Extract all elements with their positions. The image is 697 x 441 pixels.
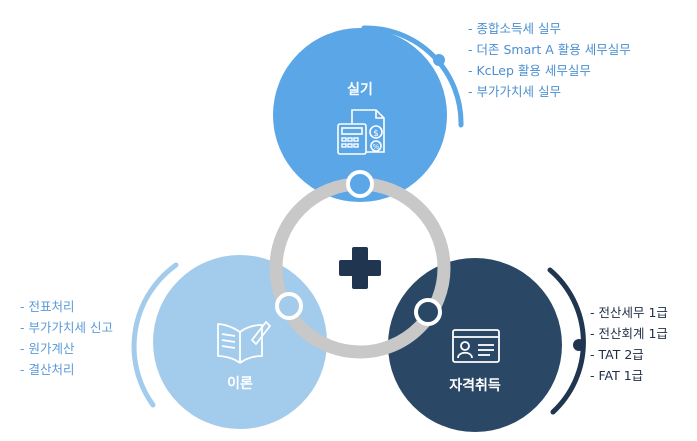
- calculator-invoice-icon: [337, 109, 385, 155]
- list-item: - 부가가치세 실무: [468, 84, 561, 99]
- list-item: - TAT 2급: [590, 347, 644, 362]
- certification-label: 자격취득: [449, 377, 501, 394]
- practical-circle: [273, 28, 447, 202]
- list-item: - 부가가치세 신고: [20, 320, 113, 335]
- theory-items-list: - 전표처리 - 부가가치세 신고 - 원가계산 - 결산처리: [20, 296, 113, 380]
- dollar-glyph: $: [373, 129, 379, 139]
- practical-arc-dot: [433, 54, 445, 66]
- open-book-pen-icon: [217, 321, 271, 364]
- practical-label: 실기: [347, 82, 373, 98]
- list-item: - 원가계산: [20, 341, 75, 356]
- practical-outer-arc: [361, 25, 464, 128]
- practical-items-list: - 종합소득세 실무 - 더존 Smart A 활용 세무실무 - KcLep …: [468, 18, 631, 102]
- list-item: - 결산처리: [20, 362, 75, 377]
- list-item: - 종합소득세 실무: [468, 21, 561, 36]
- practical-ring-knob: [346, 170, 374, 198]
- theory-outer-arc: [131, 262, 179, 408]
- theory-ring-knob: [275, 292, 303, 320]
- certification-circle: [388, 258, 562, 432]
- list-item: - KcLep 활용 세무실무: [468, 63, 591, 78]
- list-item: - 전산회계 1급: [590, 326, 668, 341]
- list-item: - 더존 Smart A 활용 세무실무: [468, 42, 631, 57]
- plus-icon: [339, 247, 381, 289]
- theory-label: 이론: [227, 375, 253, 392]
- percent-glyph: %: [373, 143, 380, 151]
- list-item: - 전표처리: [20, 299, 75, 314]
- list-item: - 전산세무 1급: [590, 305, 668, 320]
- list-item: - FAT 1급: [590, 368, 644, 383]
- certification-arc-dot: [573, 339, 585, 351]
- certification-items-list: - 전산세무 1급 - 전산회계 1급 - TAT 2급 - FAT 1급: [590, 302, 668, 386]
- certification-outer-arc: [547, 267, 586, 415]
- id-card-icon: [452, 329, 500, 363]
- certification-ring-knob: [414, 298, 442, 326]
